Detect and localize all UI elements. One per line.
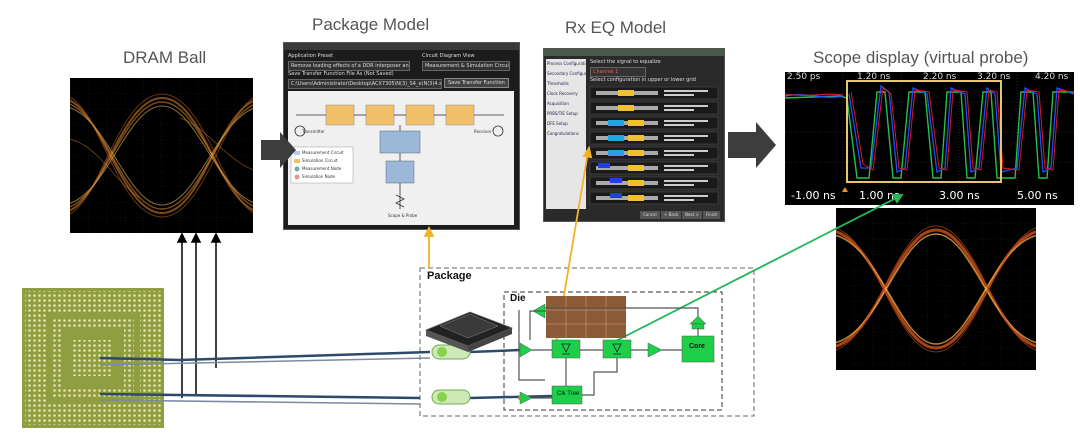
scope-display-title: Scope display (virtual probe) [813, 48, 1029, 67]
nav-item[interactable]: Thresholds [547, 81, 569, 86]
rx-eq-window: Process Configuration Secondary Configur… [543, 48, 725, 222]
select-config-label: Select configuration in upper or lower g… [590, 77, 696, 83]
scope-probe-label: Scope & Probe [388, 213, 418, 218]
die-label: Die [510, 293, 526, 304]
scope-bottom-tick-3: 3.00 ns [939, 189, 980, 202]
legend-item-4: Simulation Node [302, 174, 336, 179]
nav-item[interactable]: Congratulations [547, 131, 579, 136]
nav-item[interactable]: Clock Recovery [547, 91, 578, 96]
scope-display: 2.50 ps 1.20 ns 2.20 ns 3.20 ns 4.20 ns … [785, 72, 1074, 205]
scope-bottom-tick-1: -1.00 ns [791, 189, 836, 202]
scope-bottom-tick-2: 1.00 ns [859, 189, 900, 202]
rx-nav-panel: Process Configuration Secondary Configur… [546, 59, 586, 209]
circuit-select[interactable]: Measurement & Simulation Circuits [422, 61, 510, 71]
circuit-label: Circuit Diagram View [422, 53, 475, 59]
scope-bottom-tick-4: 5.00 ns [1017, 189, 1058, 202]
rx-eq-model-title: Rx EQ Model [565, 18, 667, 37]
circuit-canvas: Transmitter Receiver Scope & Probe Measu… [288, 91, 514, 225]
save-transfer-button[interactable]: Save Transfer Function [444, 78, 509, 88]
nav-item[interactable]: Secondary Configuration [547, 71, 586, 76]
rx-config-grid [588, 85, 720, 207]
scope-top-tick-4: 3.20 ns [977, 72, 1011, 82]
channel-select[interactable]: Channel 1 [590, 67, 646, 77]
nav-item[interactable]: PRBS/TIE Setup [547, 111, 578, 116]
next-button[interactable]: Next > [682, 211, 702, 219]
window-titlebar [284, 43, 519, 50]
preset-label: Application Preset [288, 53, 334, 59]
legend-item-2: Simulation Circuit [302, 158, 338, 163]
bga-chip-image [22, 288, 164, 428]
cancel-button[interactable]: Cancel [640, 211, 660, 219]
transmitter-label: Transmitter [302, 129, 325, 134]
rx-header: Select the signal to equalize [590, 59, 661, 65]
package-label: Package [427, 270, 472, 282]
scope-eye-diagram [836, 208, 1036, 370]
dram-ball-title: DRAM Ball [123, 48, 207, 67]
scope-top-tick-2: 1.20 ns [857, 72, 891, 82]
nav-item[interactable]: Acquisition [547, 101, 569, 106]
core-label: Core [689, 343, 705, 350]
receiver-label: Receiver [474, 129, 492, 134]
legend-item-1: Measurement Circuit [302, 150, 344, 155]
dram-ball-eye-diagram [70, 78, 253, 233]
save-label: Save Transfer Function File As (Not Save… [288, 71, 394, 77]
path-field[interactable]: C:\Users\Administrator\Desktop\ACX7305\N… [288, 79, 442, 89]
scope-top-tick-3: 2.20 ns [923, 72, 957, 82]
nav-item[interactable]: DFE Setup [547, 121, 568, 126]
clk-tree-label: Clk Tree [557, 391, 580, 397]
back-button[interactable]: < Back [661, 211, 682, 219]
scope-top-tick-1: 2.50 ps [787, 72, 821, 82]
preset-select[interactable]: Remove loading effects of a DDR interpos… [288, 61, 410, 71]
finish-button[interactable]: Finish [703, 211, 721, 219]
package-model-window: Application Preset Circuit Diagram View … [283, 42, 520, 230]
scope-top-tick-5: 4.20 ns [1035, 72, 1069, 82]
nav-item[interactable]: Process Configuration [547, 61, 586, 66]
legend-item-3: Measurement Node [302, 166, 342, 171]
window-titlebar [544, 49, 724, 56]
package-model-title: Package Model [312, 15, 430, 34]
